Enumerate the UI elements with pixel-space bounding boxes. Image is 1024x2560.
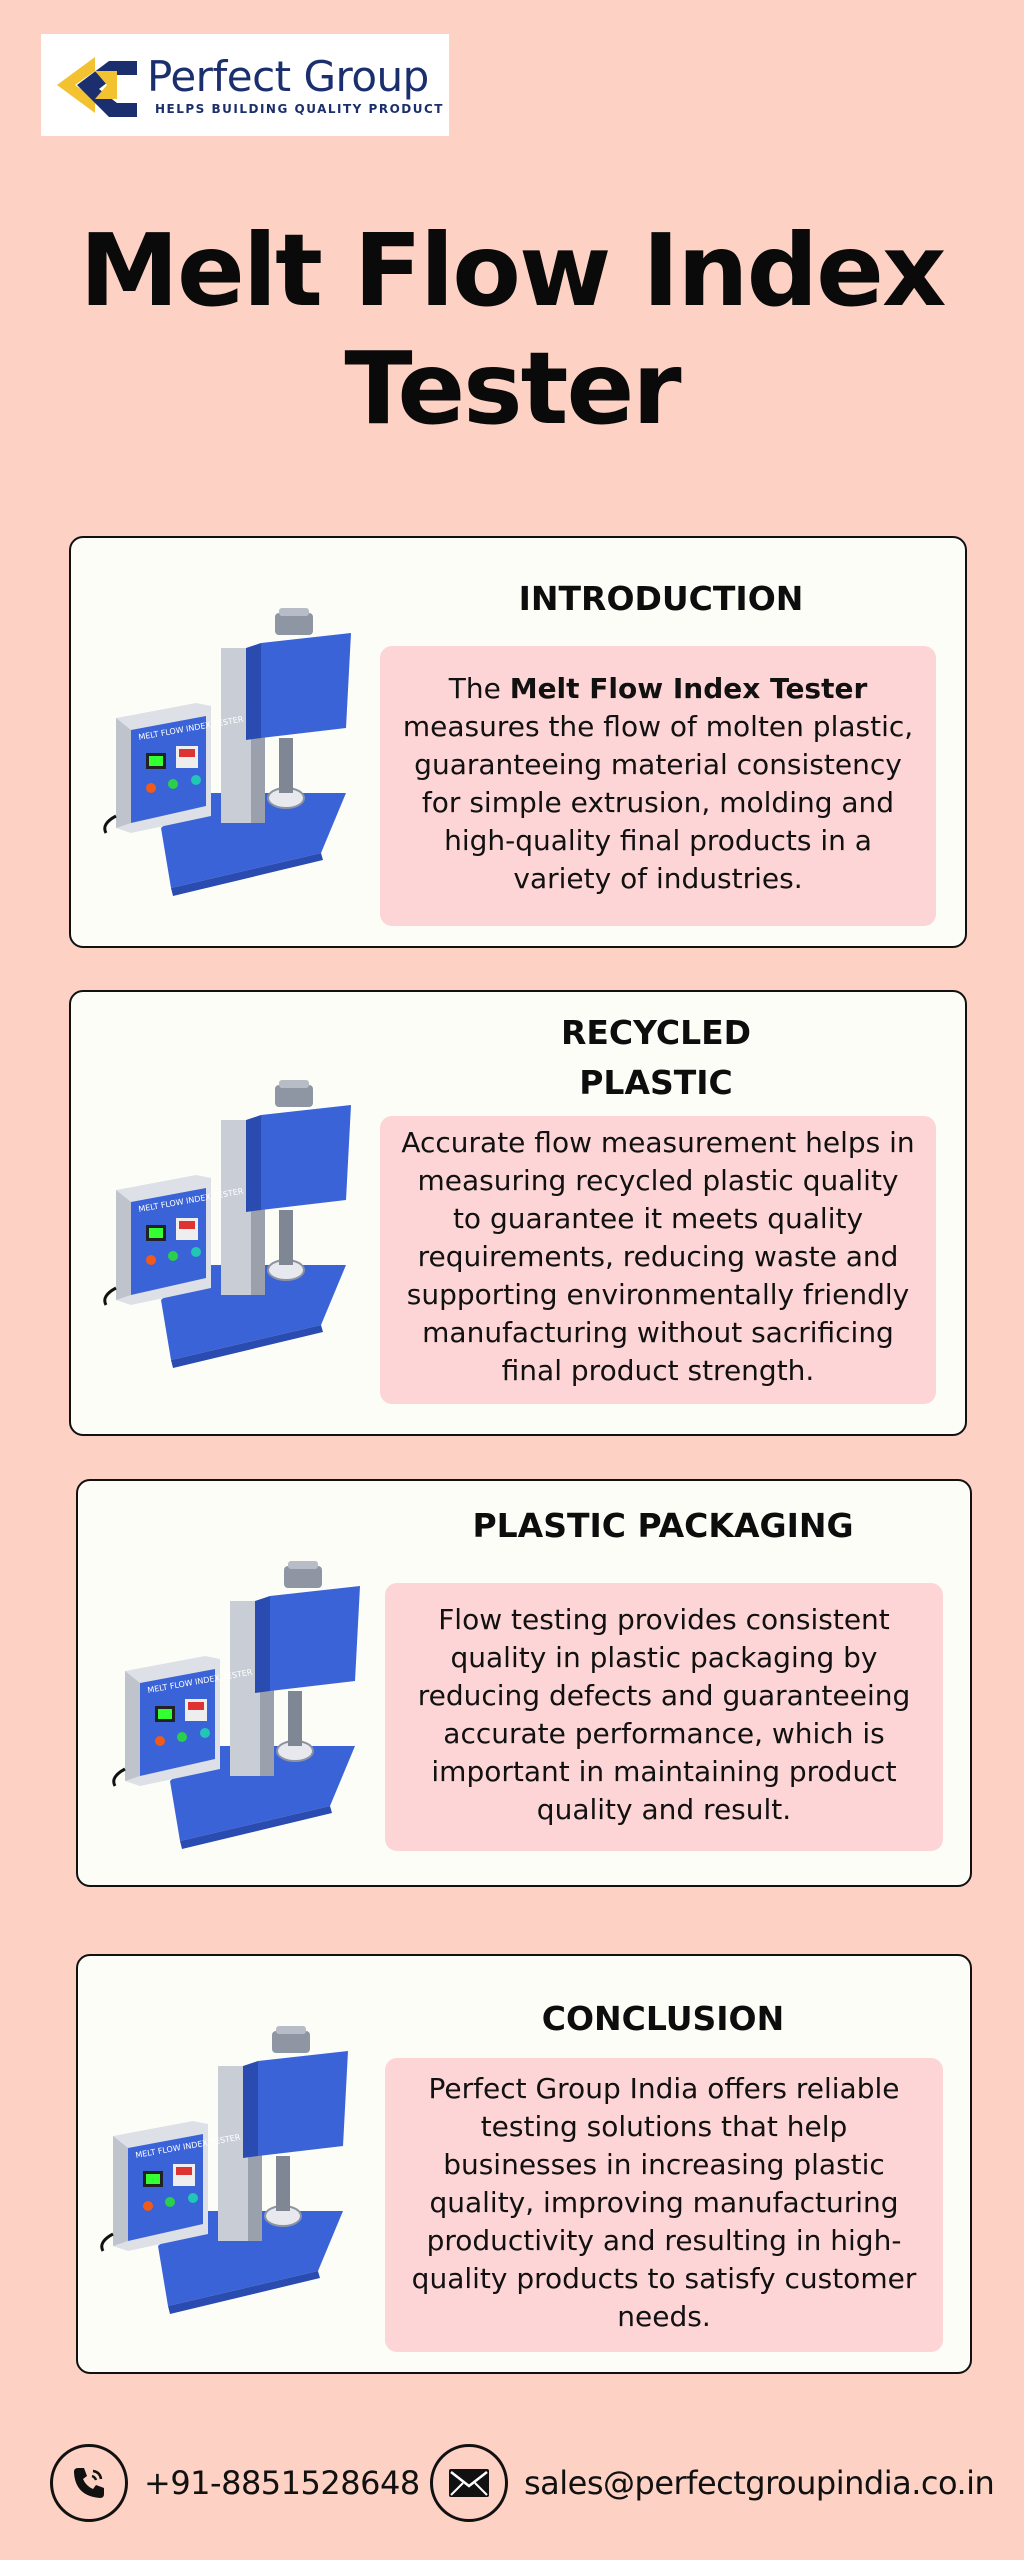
section-text-body: measures the flow of molten plastic, gua…	[402, 710, 914, 895]
page-title-line-1: Melt Flow Index	[79, 212, 946, 329]
section-text-prefix: The	[448, 672, 510, 705]
phone-icon	[50, 2444, 128, 2522]
machine-image: MELT FLOW INDEX TESTER	[103, 1078, 353, 1370]
section-card-recycled: MELT FLOW INDEX TESTER RECYCLED PLASTIC …	[69, 990, 967, 1436]
machine-image: MELT FLOW INDEX TESTER	[112, 1559, 362, 1851]
email-address[interactable]: sales@perfectgroupindia.co.in	[524, 2464, 995, 2502]
section-card-packaging: MELT FLOW INDEX TESTER PLASTIC PACKAGING…	[76, 1479, 972, 1887]
section-heading: CONCLUSION	[541, 1999, 785, 2038]
section-heading: INTRODUCTION	[518, 579, 804, 618]
page-title: Melt Flow Index Tester	[0, 212, 1024, 448]
brand-logo[interactable]: Perfect Group HELPS BUILDING QUALITY PRO…	[41, 34, 449, 136]
section-text: Accurate flow measurement helps in measu…	[380, 1116, 936, 1404]
section-heading: PLASTIC PACKAGING	[472, 1506, 854, 1545]
section-card-introduction: MELT FLOW INDEX TESTER INTRODUCTION The …	[69, 536, 967, 948]
logo-tagline: HELPS BUILDING QUALITY PRODUCT	[155, 102, 444, 116]
section-text: Perfect Group India offers reliable test…	[385, 2058, 943, 2352]
envelope-icon	[430, 2444, 508, 2522]
section-text-bold: Melt Flow Index Tester	[509, 672, 868, 705]
logo-mark-icon	[57, 57, 137, 117]
contact-phone[interactable]: +91-8851528648	[50, 2444, 420, 2522]
machine-image: MELT FLOW INDEX TESTER	[103, 606, 353, 898]
phone-number[interactable]: +91-8851528648	[144, 2464, 420, 2502]
machine-image: MELT FLOW INDEX TESTER	[100, 2024, 350, 2316]
section-text: Flow testing provides consistent quality…	[385, 1583, 943, 1851]
section-card-conclusion: MELT FLOW INDEX TESTER CONCLUSION Perfec…	[76, 1954, 972, 2374]
contact-email[interactable]: sales@perfectgroupindia.co.in	[430, 2444, 995, 2522]
page-title-line-2: Tester	[344, 330, 681, 447]
section-text: The Melt Flow Index Tester measures the …	[380, 646, 936, 926]
logo-name: Perfect Group	[147, 52, 429, 101]
